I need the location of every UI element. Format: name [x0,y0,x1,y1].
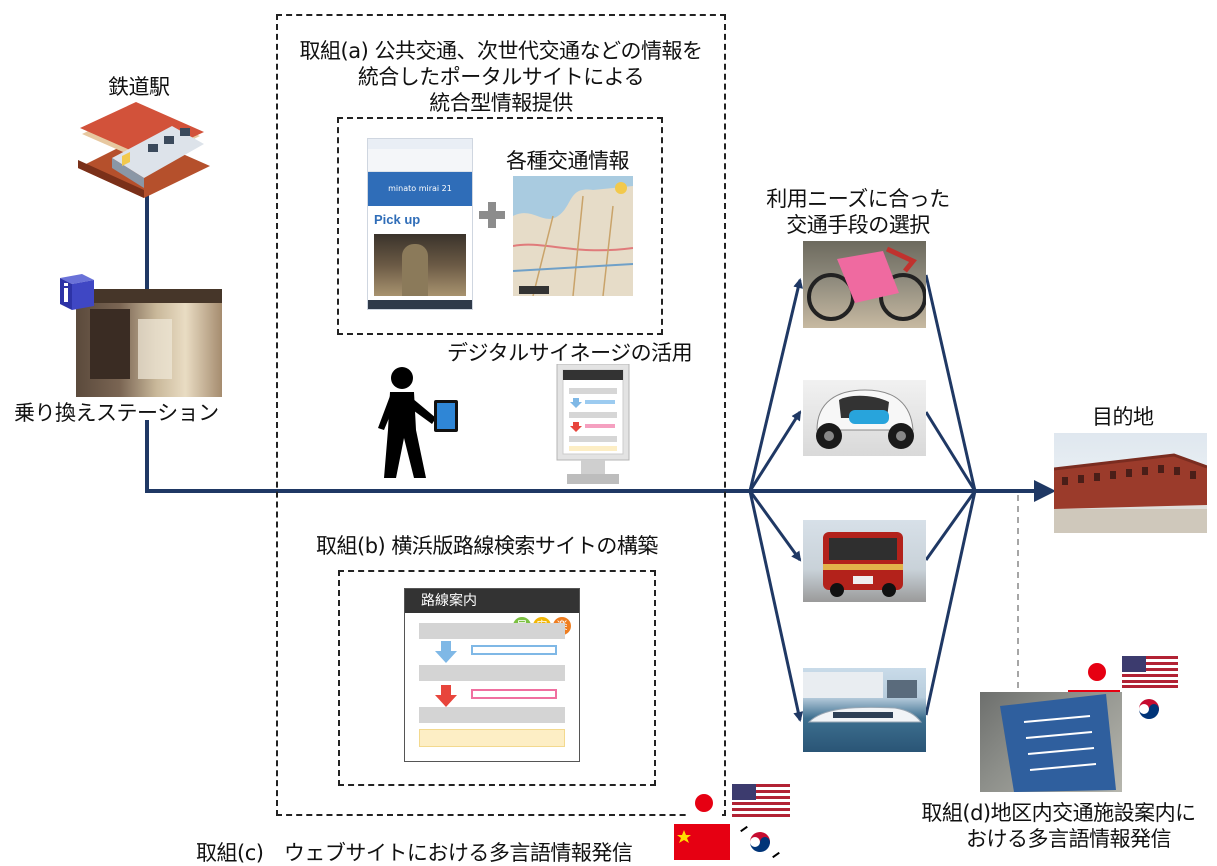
effort-d-title: 取組(d)地区内交通施設案内に おける多言語情報発信 [900,800,1217,852]
effort-a-line-3: 統合型情報提供 [429,91,573,115]
compact-ev-photo [803,380,926,456]
converge-car [924,411,977,492]
effort-a-title: 取組(a) 公共交通、次世代交通などの情報を 統合したポータルサイトによる 統合… [276,38,726,116]
portal-pickup-label: Pick up [374,212,421,227]
station-label: 鉄道駅 [108,75,170,99]
needs-line-1: 利用ニーズに合った [766,187,950,211]
line-transfer-main [145,420,750,493]
bicycle-share-photo [803,241,926,328]
portal-box [337,117,663,335]
digital-signage-kiosk [553,364,633,486]
effort-b-title: 取組(b) 横浜版路線検索サイトの構築 [316,534,658,558]
portal-brand-banner: minato mirai 21 [368,172,472,206]
digital-signage-label: デジタルサイネージの活用 [447,341,693,365]
branch-to-bicycle [748,278,804,492]
branch-to-bus [748,490,802,562]
branch-to-car [748,410,802,492]
converge-bus [924,490,977,561]
effort-a-line-2: 統合したポータルサイトによる [357,65,645,89]
converge-boat [924,490,977,716]
converge-bicycle [924,274,977,492]
info-cube-icon [56,270,98,312]
needs-label: 利用ニーズに合った 交通手段の選択 [738,186,978,238]
route-guide-mockup: 路線案内 早 安 楽 [404,588,580,762]
effort-d-line-2: おける多言語情報発信 [966,827,1172,851]
portal-site-screenshot: minato mirai 21 Pick up [367,138,473,310]
station-illustration [72,98,214,198]
transport-info-label: 各種交通情報 [506,149,630,173]
red-brick-warehouse-photo [1054,433,1207,533]
transfer-station-label: 乗り換えステーション [14,401,219,425]
walking-person-icon [372,366,472,484]
route-arrow-blue [435,641,457,663]
usa-flag-c [732,784,790,818]
destination-label: 目的地 [1092,405,1154,429]
branch-to-boat [748,490,804,722]
effort-c-title: 取組(c) ウェブサイトにおける多言語情報発信 [196,841,633,865]
area-signboard-photo [980,692,1122,792]
bus-photo [803,520,926,602]
transfer-station-photo [76,289,222,397]
effort-d-line-1: 取組(d)地区内交通施設案内に [921,801,1196,825]
route-search-box [338,570,656,786]
effort-a-line-1: 取組(a) 公共交通、次世代交通などの情報を [299,39,703,63]
sea-bus-photo [803,668,926,752]
plus-icon [477,200,507,230]
flags-group-c [674,782,794,862]
needs-line-2: 交通手段の選択 [786,213,930,237]
transport-map-image [513,176,633,296]
route-guide-header: 路線案内 [405,589,579,613]
effort-ab-outer-box [276,14,726,816]
usa-flag-d [1122,656,1178,688]
route-arrow-red [435,685,457,707]
